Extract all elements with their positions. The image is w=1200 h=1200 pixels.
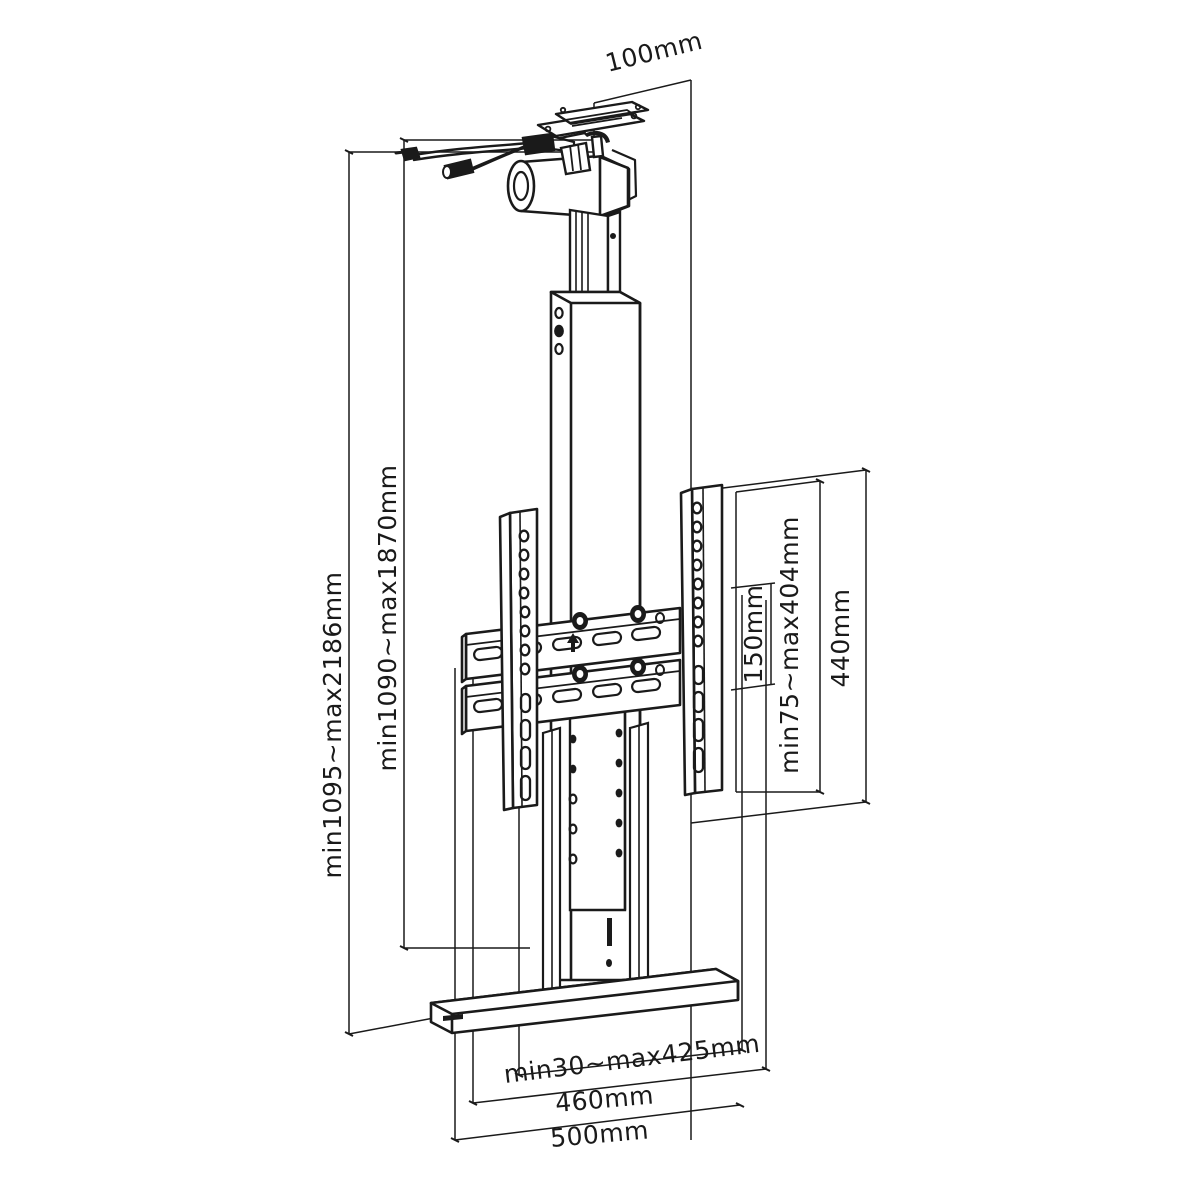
power-and-control-cables	[394, 131, 587, 180]
dimension-labels: 100mm min1095~max2186mm min1090~max1870m…	[318, 26, 855, 1153]
motor-mount-clamp	[559, 130, 610, 176]
dimension-lines	[348, 79, 867, 1141]
floor-base-plate	[429, 967, 740, 1035]
vesa-rail-left-holes	[518, 529, 532, 802]
label-bracket-pitch: 150mm	[739, 585, 768, 684]
side-stiffener-channels	[541, 721, 650, 1002]
telescopic-inner-tube	[568, 208, 622, 302]
dimension-arrowheads	[344, 137, 871, 1143]
bracket-bolt-heads	[572, 605, 646, 683]
vesa-rail-right-holes	[691, 501, 705, 774]
label-panel-height: 440mm	[826, 589, 855, 688]
orientation-arrow-icon	[567, 633, 579, 652]
label-inner-height: min1090~max1870mm	[373, 464, 402, 771]
vesa-rail-left	[498, 507, 539, 812]
label-vesa-vertical-range: min75~max404mm	[775, 516, 804, 774]
label-outer-height: min1095~max2186mm	[318, 571, 347, 878]
ceiling-mounting-plate	[536, 100, 650, 138]
